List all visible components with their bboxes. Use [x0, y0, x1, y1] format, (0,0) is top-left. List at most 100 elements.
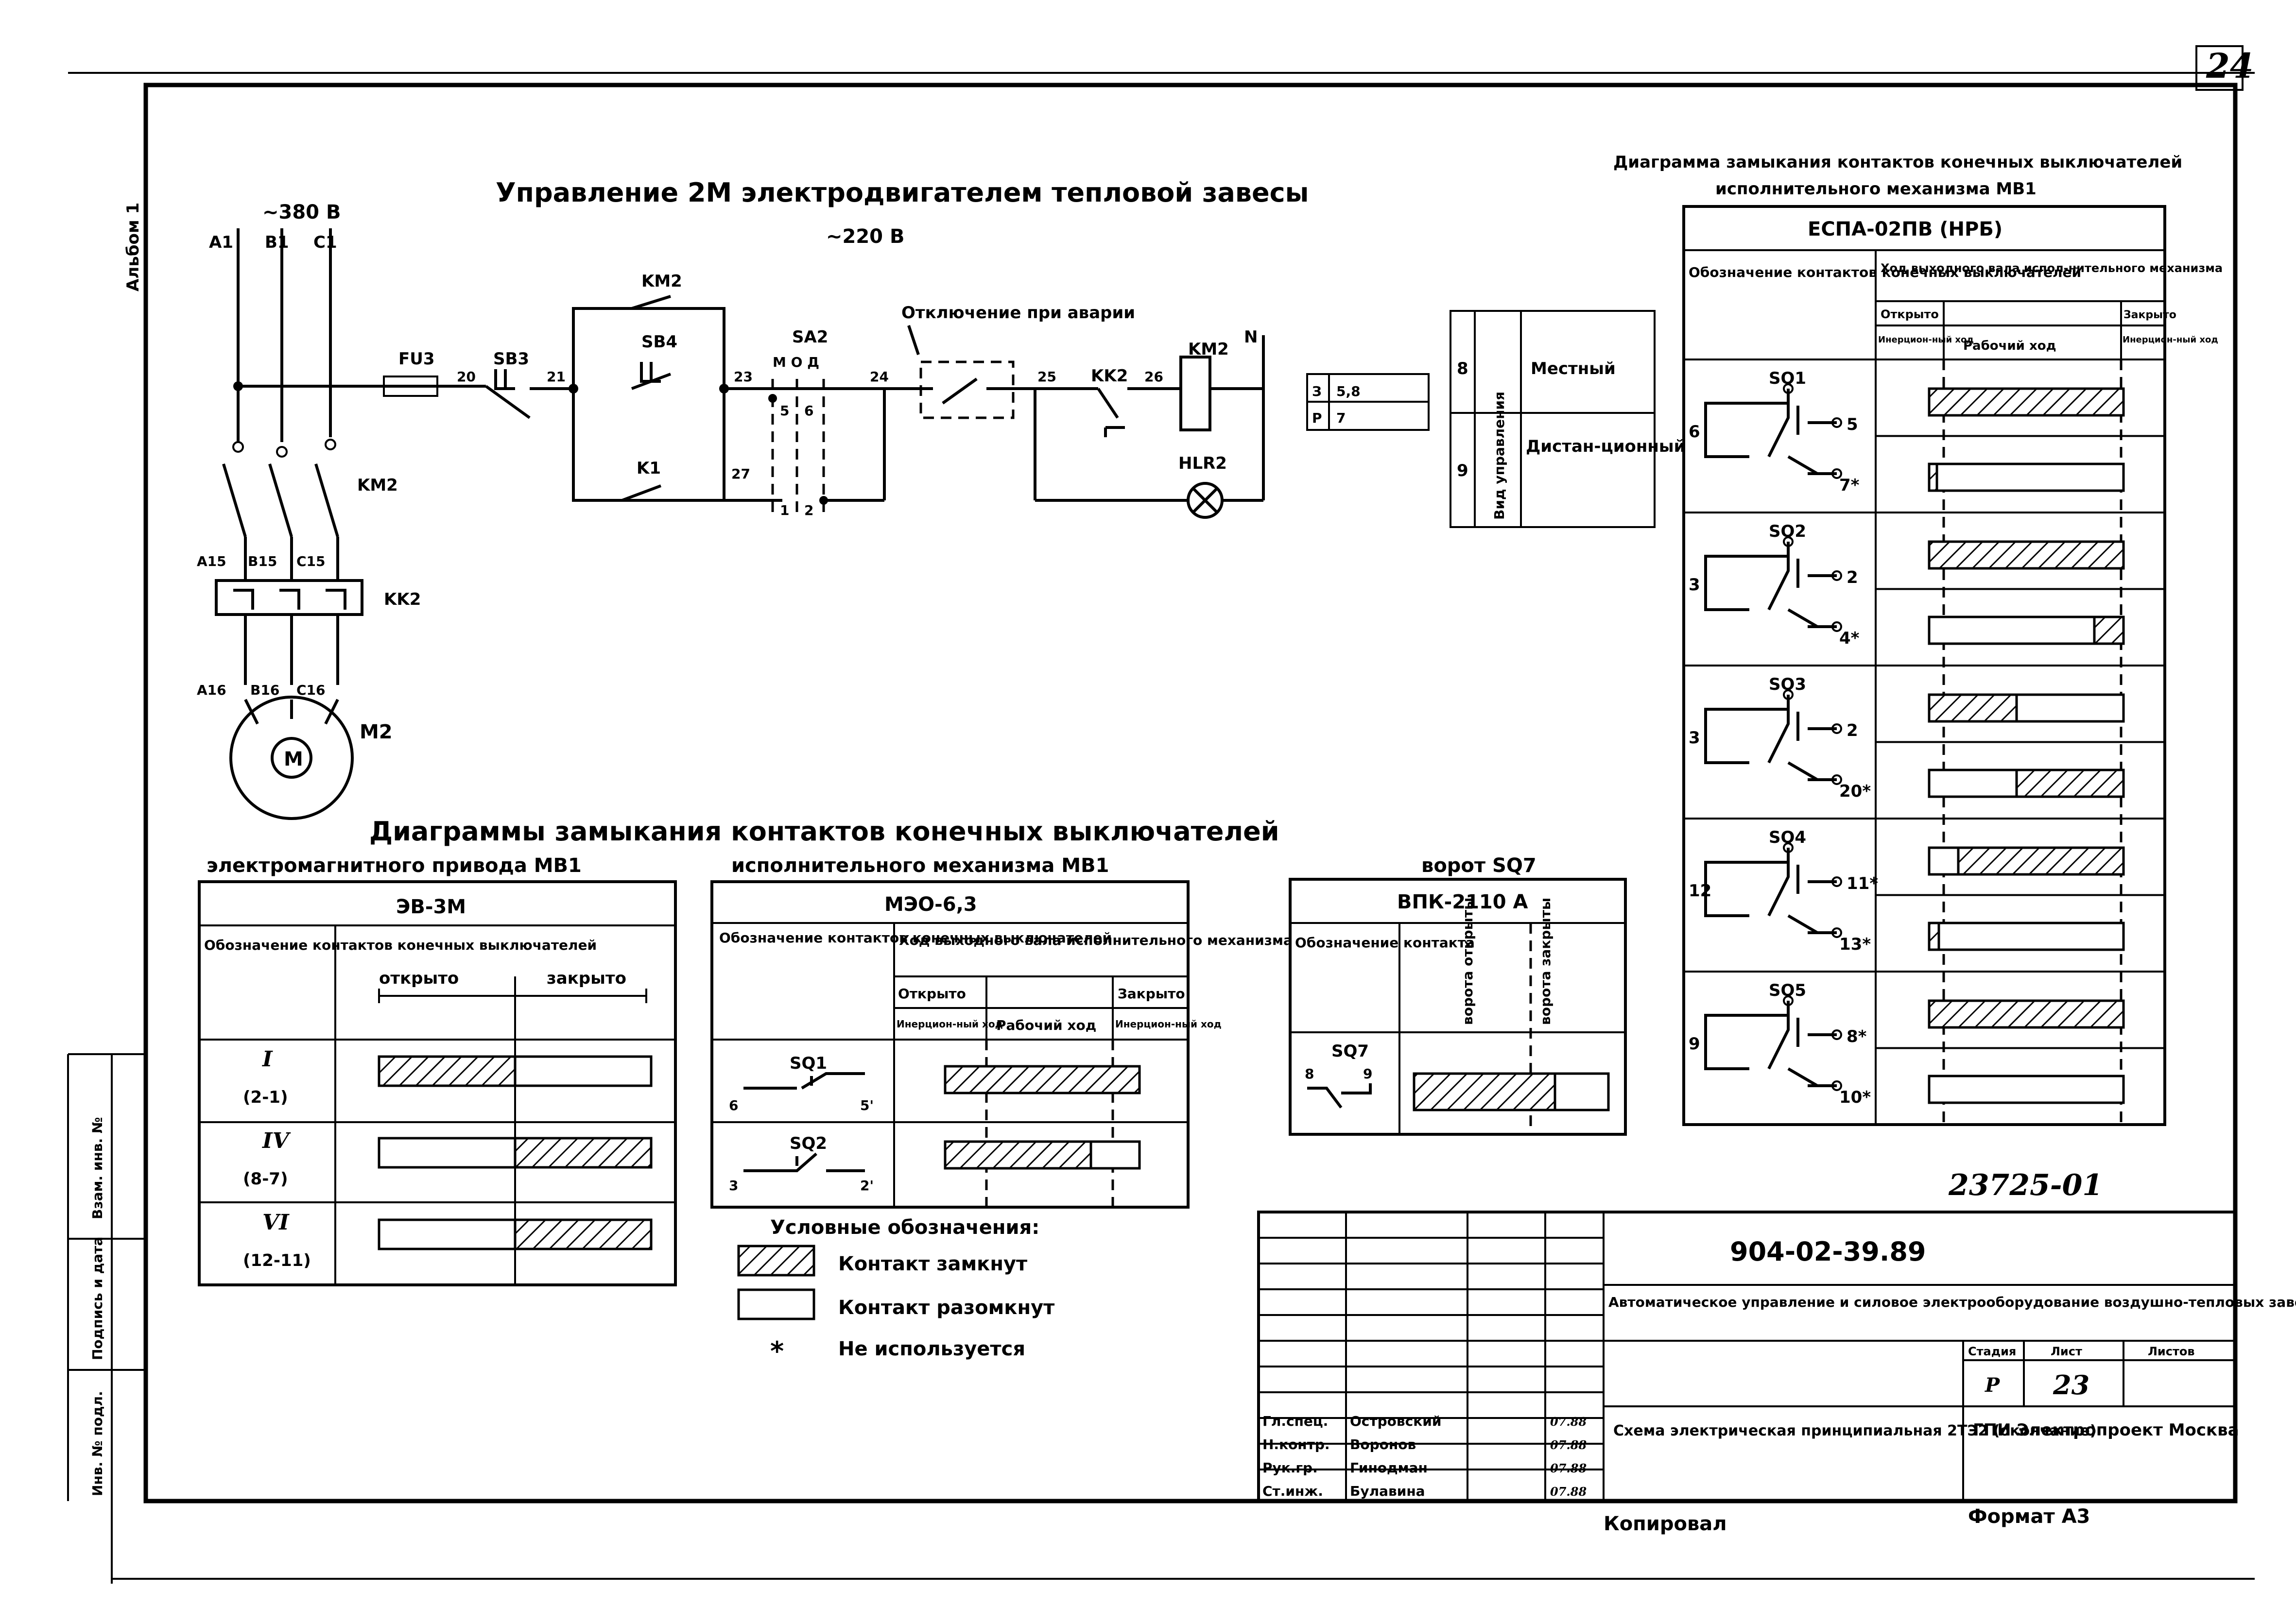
ev-row-contacts: (2-1)	[243, 1088, 288, 1107]
zr-r-val: 7	[1336, 410, 1346, 426]
tb-name: Воронов	[1350, 1436, 1416, 1452]
sb4-label: SB4	[641, 332, 677, 352]
espa-pin-a: 8*	[1847, 1027, 1867, 1046]
phase-a1: A1	[209, 233, 233, 252]
stage-header: Стадия	[1968, 1345, 2016, 1358]
espa-working: Рабочий ход	[1963, 339, 2056, 353]
espa-terminal	[1831, 621, 1842, 632]
sb3-label: SB3	[493, 349, 529, 369]
kk2-power-label: KK2	[384, 590, 421, 609]
term-b16: B16	[250, 682, 279, 698]
meo-sq2-a: 3	[729, 1178, 738, 1194]
sa2-c1: 1	[780, 502, 789, 518]
ev-row-id: IV	[261, 1128, 291, 1153]
coil-label: KM2	[1188, 340, 1229, 359]
meo-sq1-a: 6	[729, 1097, 738, 1113]
vpk-gate-closed: ворота закрыты	[1537, 898, 1554, 1025]
espa-pin-a: 11*	[1847, 874, 1878, 893]
espa-bar	[1928, 462, 2125, 492]
meo-col-header: Обозначение контактов конечных выключате…	[719, 930, 1112, 946]
zr-r: Р	[1312, 410, 1322, 426]
control-voltage: ~220 В	[826, 225, 904, 248]
ev-rows: I(2-1)IV(8-7)VI(12-11)	[243, 1047, 653, 1270]
ev-bar-closed	[514, 1055, 653, 1087]
espa-inertial-l: Инерцион-ный ход	[1878, 335, 1974, 345]
meo-sq2: SQ2	[790, 1134, 827, 1153]
espa-terminal	[1831, 876, 1842, 887]
espa-switch-symbol	[1704, 542, 1837, 628]
ev-col-header: Обозначение контактов конечных выключате…	[204, 937, 597, 953]
table-espa-02pv: Диаграмма замыкания контактов конечных в…	[1613, 153, 2223, 1126]
tb-date: 07.88	[1550, 1415, 1587, 1429]
neutral-label: N	[1244, 327, 1258, 347]
tb-name: Булавина	[1350, 1483, 1425, 1499]
espa-pin-b: 4*	[1839, 629, 1860, 648]
espa-closed: Закрыто	[2123, 309, 2176, 321]
diagrams-sub-meo: исполнительного механизма МВ1	[731, 854, 1109, 877]
phase-b1: B1	[265, 233, 289, 252]
project-code: 904-02-39.89	[1730, 1236, 1926, 1267]
stamp-inv-orig: Инв. № подл.	[89, 1391, 105, 1496]
espa-terminal	[1783, 383, 1794, 394]
espa-switch-symbol	[1704, 848, 1837, 934]
espa-bar	[1928, 922, 2125, 951]
vpk-col-header: Обозначение контакта	[1295, 935, 1475, 951]
kk2-ctrl-label: KK2	[1091, 366, 1128, 386]
espa-pin-b: 13*	[1839, 935, 1871, 954]
sheet-header: Лист	[2051, 1345, 2082, 1358]
espa-pin-a: 5	[1847, 415, 1858, 434]
meo-sq1: SQ1	[790, 1054, 827, 1073]
espa-pin-b: 10*	[1839, 1088, 1871, 1107]
k1-label: K1	[637, 459, 661, 478]
legend-open: Контакт разомкнут	[838, 1297, 1055, 1319]
espa-pin-a: 2	[1847, 721, 1858, 740]
control-title: Управление 2М электродвигателем тепловой…	[496, 177, 1309, 208]
ev-row-contacts: (12-11)	[243, 1251, 311, 1270]
espa-switch-symbol	[1704, 695, 1837, 781]
term-a16: A16	[197, 682, 226, 698]
espa-bar-closed	[1928, 540, 2125, 570]
coil-km2	[1179, 356, 1211, 431]
emergency-label: Отключение при аварии	[901, 303, 1135, 323]
album-label: Альбом 1	[123, 203, 143, 291]
espa-pin-common: 3	[1689, 575, 1700, 595]
control-mode-table: Вид управления 8 Местный 9 Дистан-ционны…	[1450, 310, 1685, 528]
espa-title: ЕСПА-02ПВ (НРБ)	[1808, 218, 2003, 240]
diagrams-title: Диаграммы замыкания контактов конечных в…	[369, 816, 1279, 847]
meo-inertial-r: Инерцион-ный ход	[1115, 1018, 1222, 1030]
wire-23: 23	[734, 369, 753, 385]
wire-21: 21	[547, 369, 566, 385]
meo-sq2-b: 2'	[860, 1178, 874, 1194]
wire-20: 20	[457, 369, 476, 385]
sheet-title: Схема электрическая принципиальная 2ТЭ2 …	[1613, 1422, 2096, 1439]
table-vpk-2110a: ВПК-2110 А Обозначение контакта ворота о…	[1289, 878, 1627, 1136]
vpk-gate-open: ворота открыты	[1460, 898, 1476, 1025]
wire-25: 25	[1037, 369, 1056, 385]
vpk-pin-a: 8	[1305, 1066, 1314, 1082]
espa-terminal	[1831, 417, 1842, 428]
ev-bar-open	[378, 1218, 517, 1250]
espa-col-header: Обозначение контактов конечных выключате…	[1689, 264, 2081, 280]
km2-ctrl-label: KM2	[641, 272, 682, 291]
sheet-frame	[67, 45, 2255, 1584]
espa-pin-common: 6	[1689, 422, 1700, 442]
espa-bar-closed	[1957, 846, 2125, 876]
espa-pin-b: 7*	[1839, 476, 1860, 495]
title-block: 23725-01 904-02-39.89 Автоматическое упр…	[1257, 1168, 2296, 1535]
fuse-fu3	[383, 376, 438, 397]
power-voltage: ~380 В	[262, 201, 341, 223]
espa-caption1: Диаграмма замыкания контактов конечных в…	[1613, 153, 2182, 172]
espa-bar-closed	[1928, 462, 1938, 492]
tb-role: Гл.спец.	[1262, 1413, 1328, 1429]
table-meo-6-3: МЭО-6,3 Обозначение контактов конечных в…	[710, 880, 1293, 1209]
ev-bar-open	[378, 1137, 517, 1169]
espa-pin-b: 20*	[1839, 782, 1871, 801]
espa-terminal	[1831, 774, 1842, 785]
vpk-pin-b: 9	[1363, 1066, 1372, 1082]
mode-9-num: 9	[1457, 461, 1468, 480]
stage-value: Р	[1985, 1374, 2001, 1397]
espa-open: Открыто	[1881, 308, 1939, 321]
lamp-label: HLR2	[1178, 454, 1227, 473]
motor-symbol	[229, 696, 354, 820]
